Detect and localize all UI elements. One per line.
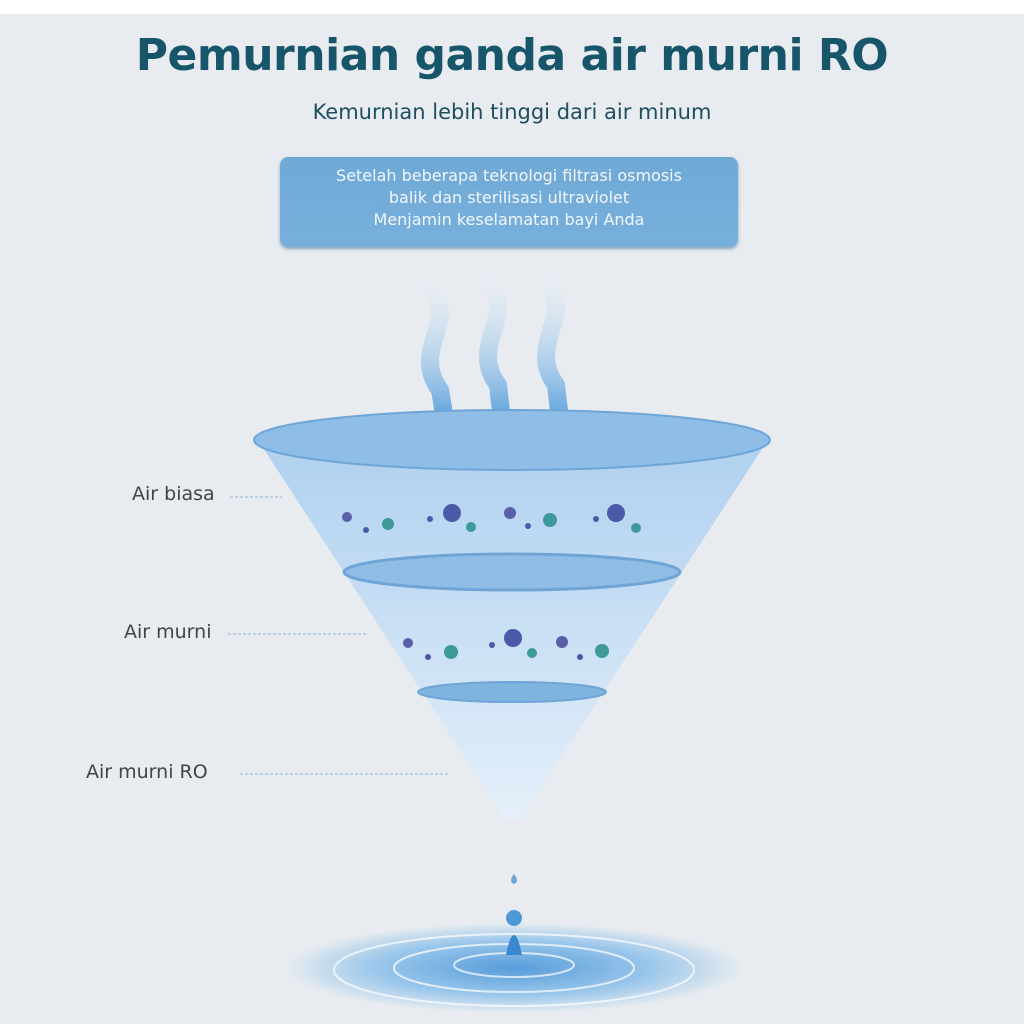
flow-arrows-icon: [421, 271, 569, 429]
label-air-murni: Air murni: [124, 621, 212, 643]
filter-layer-1: [342, 552, 682, 592]
impurity-particles-icon: [342, 504, 641, 660]
info-box: Setelah beberapa teknologi filtrasi osmo…: [280, 157, 738, 247]
label-air-murni-ro: Air murni RO: [86, 761, 208, 783]
page-title: Pemurnian ganda air murni RO: [135, 30, 889, 81]
info-line-1: Setelah beberapa teknologi filtrasi osmo…: [336, 166, 682, 185]
funnel-top: [253, 409, 771, 471]
filter-layer-2: [417, 681, 607, 703]
info-line-3: Menjamin keselamatan bayi Anda: [373, 210, 645, 229]
droplet-icon: [511, 874, 517, 884]
label-air-biasa: Air biasa: [132, 483, 215, 505]
info-line-2: balik dan sterilisasi ultraviolet: [388, 188, 630, 207]
top-band: [0, 0, 1024, 14]
page-subtitle: Kemurnian lebih tinggi dari air minum: [312, 100, 712, 124]
